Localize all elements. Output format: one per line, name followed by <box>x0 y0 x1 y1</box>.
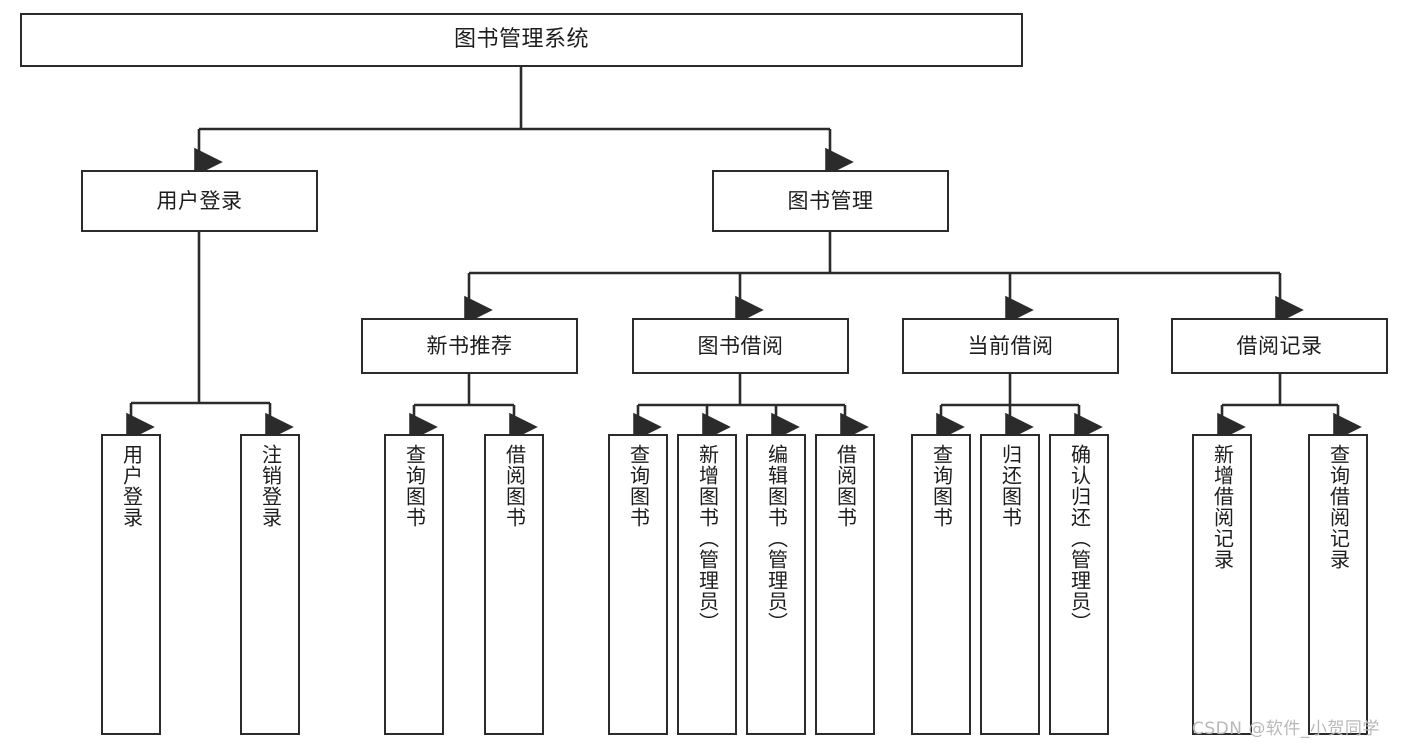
node-label: 编辑图书（管理员） <box>764 444 789 633</box>
node-label: 归还图书 <box>998 444 1023 528</box>
node-label: 查询图书 <box>402 444 427 528</box>
leaf-logout[interactable]: 注销登录 <box>240 434 300 735</box>
node-user-login[interactable]: 用户登录 <box>81 170 318 232</box>
node-label: 图书借阅 <box>697 333 784 358</box>
node-label: 借阅图书 <box>502 444 527 528</box>
node-label: 借阅记录 <box>1236 333 1323 358</box>
leaf-query-book-recommend[interactable]: 查询图书 <box>384 434 444 735</box>
leaf-query-book-borrow[interactable]: 查询图书 <box>608 434 668 735</box>
node-label: 新增借阅记录 <box>1210 444 1235 570</box>
leaf-add-book-admin[interactable]: 新增图书（管理员） <box>677 434 737 735</box>
node-book-management-system[interactable]: 图书管理系统 <box>20 13 1023 67</box>
node-label: 注销登录 <box>258 444 283 528</box>
leaf-return-book[interactable]: 归还图书 <box>980 434 1040 735</box>
leaf-user-login[interactable]: 用户登录 <box>101 434 161 735</box>
node-label: 确认归还（管理员） <box>1067 444 1092 633</box>
node-label: 新书推荐 <box>426 333 513 358</box>
node-book-borrow[interactable]: 图书借阅 <box>632 318 849 374</box>
leaf-add-borrow-record[interactable]: 新增借阅记录 <box>1192 434 1252 735</box>
leaf-borrow-book[interactable]: 借阅图书 <box>815 434 875 735</box>
node-label: 用户登录 <box>156 188 243 213</box>
node-current-borrow[interactable]: 当前借阅 <box>902 318 1119 374</box>
node-borrow-record[interactable]: 借阅记录 <box>1171 318 1388 374</box>
node-label: 图书管理系统 <box>453 27 589 53</box>
node-label: 当前借阅 <box>967 333 1054 358</box>
node-label: 借阅图书 <box>833 444 858 528</box>
node-label: 新增图书（管理员） <box>695 444 720 633</box>
leaf-query-book-current[interactable]: 查询图书 <box>911 434 971 735</box>
watermark: CSDN @软件_小贺同学 <box>1192 719 1380 739</box>
leaf-query-borrow-record[interactable]: 查询借阅记录 <box>1308 434 1368 735</box>
leaf-borrow-book-recommend[interactable]: 借阅图书 <box>484 434 544 735</box>
node-label: 用户登录 <box>119 444 144 528</box>
node-new-book-recommend[interactable]: 新书推荐 <box>361 318 578 374</box>
leaf-edit-book-admin[interactable]: 编辑图书（管理员） <box>746 434 806 735</box>
node-label: 查询借阅记录 <box>1326 444 1351 570</box>
node-book-management[interactable]: 图书管理 <box>712 170 949 232</box>
node-label: 查询图书 <box>626 444 651 528</box>
node-label: 图书管理 <box>787 188 874 213</box>
leaf-confirm-return-admin[interactable]: 确认归还（管理员） <box>1049 434 1109 735</box>
node-label: 查询图书 <box>929 444 954 528</box>
